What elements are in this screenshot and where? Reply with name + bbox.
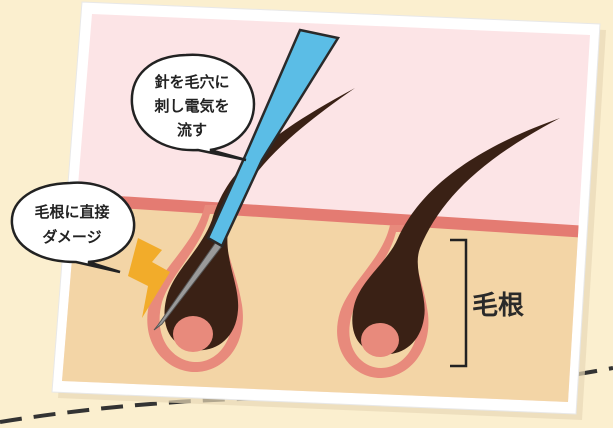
bubble-needle-line-1: 針を毛穴に	[154, 73, 229, 91]
bubble-needle-line-3: 流す	[177, 121, 207, 139]
bubble-root-line-1: 毛根に直接	[34, 203, 109, 221]
bubble-root-line-2: ダメージ	[42, 228, 101, 246]
hair-right	[352, 118, 560, 355]
skin-boundary	[62, 191, 590, 240]
papilla-right	[361, 323, 399, 357]
zap-icon	[128, 238, 170, 318]
speech-bubble-root: 毛根に直接 ダメージ	[10, 181, 136, 274]
papilla-left	[173, 316, 213, 352]
bubble-needle-line-2: 刺し電気を	[154, 97, 229, 115]
root-label: 毛根	[472, 291, 524, 321]
root-bracket	[450, 238, 468, 368]
hair-left	[164, 88, 355, 351]
needle-handle	[206, 28, 341, 248]
skin-cross-section	[62, 14, 590, 402]
speech-bubble-needle: 針を毛穴に 刺し電気を 流す	[130, 53, 256, 162]
